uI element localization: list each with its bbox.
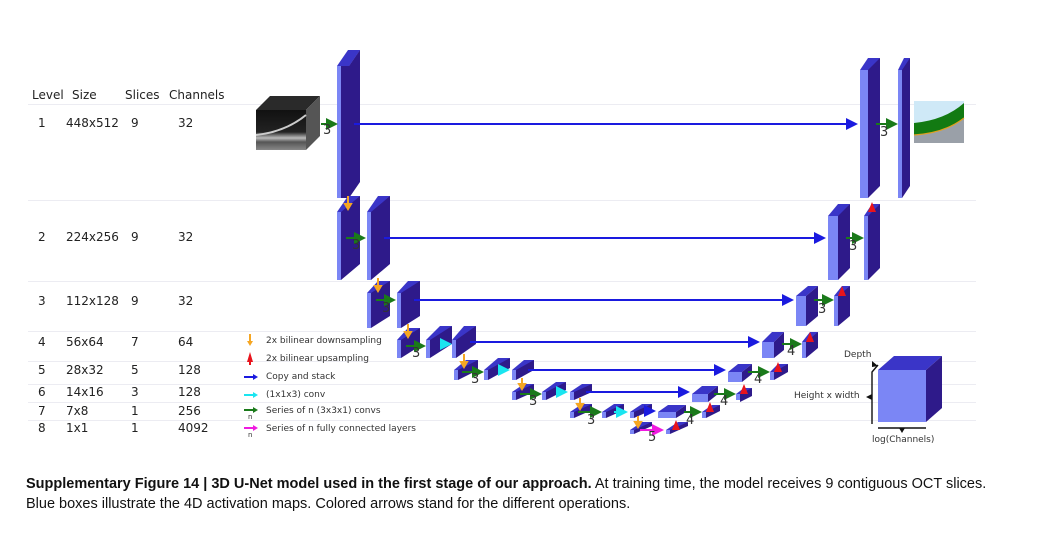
slices-cell: 5: [131, 363, 139, 377]
svg-text:3: 3: [880, 125, 888, 140]
activation-box: [337, 50, 360, 198]
legend-copy-stack: Copy and stack: [266, 372, 336, 382]
svg-text:3: 3: [587, 413, 595, 428]
level-cell: 6: [38, 385, 46, 399]
svg-text:4: 4: [787, 344, 795, 359]
conv-count-labels: 3 3 3 3 3 3 3 5 4 4 4 4 3 3 3: [323, 123, 888, 445]
svg-text:3: 3: [382, 301, 390, 316]
legend-conv3x3x1: Series of n (3x3x1) convs: [266, 406, 381, 416]
header-level: Level: [32, 88, 64, 102]
row-divider: [28, 420, 976, 421]
level-cell: 8: [38, 421, 46, 435]
header-channels: Channels: [169, 88, 225, 102]
dimension-key-box: [866, 356, 942, 433]
activation-box: [762, 332, 784, 358]
slices-cell: 7: [131, 335, 139, 349]
channels-cell: 32: [178, 294, 194, 308]
svg-text:3: 3: [323, 123, 331, 138]
row-divider: [28, 402, 976, 403]
size-cell: 1x1: [66, 421, 89, 435]
upsample-arrows: [672, 202, 876, 430]
header-size: Size: [72, 88, 97, 102]
channels-cell: 64: [178, 335, 194, 349]
activation-box: [367, 196, 390, 280]
slices-cell: 9: [131, 230, 139, 244]
caption-text: At training time, the model receives 9 c…: [26, 476, 987, 512]
row-divider: [28, 104, 976, 105]
level-cell: 5: [38, 363, 46, 377]
channels-cell: 256: [178, 404, 201, 418]
activation-box: [397, 281, 420, 328]
activation-box: [860, 58, 880, 198]
activation-box: [898, 58, 910, 198]
level-cell: 4: [38, 335, 46, 349]
activation-box: [864, 204, 880, 280]
row-divider: [28, 200, 976, 201]
legend-conv1x1x3: (1x1x3) conv: [266, 390, 326, 400]
conv-arrows: [321, 118, 898, 418]
svg-text:4: 4: [720, 394, 728, 409]
row-divider: [28, 331, 976, 332]
activation-box: [570, 384, 592, 400]
activation-box: [658, 405, 686, 418]
figure-caption: Supplementary Figure 14 | 3D U-Net model…: [26, 474, 1016, 514]
channels-cell: 128: [178, 363, 201, 377]
level-cell: 1: [38, 116, 46, 130]
row-divider: [28, 281, 976, 282]
svg-text:3: 3: [352, 238, 360, 253]
size-cell: 14x16: [66, 385, 104, 399]
channels-cell: 32: [178, 116, 194, 130]
key-channels-label: log(Channels): [872, 435, 935, 445]
key-depth-label: Depth: [844, 350, 872, 360]
row-divider: [28, 384, 976, 385]
slices-cell: 9: [131, 116, 139, 130]
slices-cell: 9: [131, 294, 139, 308]
activation-box: [728, 364, 752, 382]
svg-text:3: 3: [471, 372, 479, 387]
header-slices: Slices: [125, 88, 160, 102]
legend-downsampling: 2x bilinear downsampling: [266, 336, 382, 346]
copy-stack-arrows: [354, 118, 858, 417]
oct-input-volume-icon: [255, 96, 320, 150]
slices-cell: 3: [131, 385, 139, 399]
channels-cell: 128: [178, 385, 201, 399]
svg-text:4: 4: [754, 372, 762, 387]
slices-cell: 1: [131, 404, 139, 418]
channels-cell: 32: [178, 230, 194, 244]
level-cell: 3: [38, 294, 46, 308]
key-height-width-label: Height x width: [794, 391, 860, 401]
svg-text:3: 3: [529, 394, 537, 409]
legend-fc: Series of n fully connected layers: [266, 424, 416, 434]
segmentation-output-icon: [913, 101, 965, 143]
size-cell: 112x128: [66, 294, 119, 308]
svg-text:4: 4: [686, 413, 694, 428]
activation-box: [512, 360, 534, 380]
caption-title: Supplementary Figure 14 | 3D U-Net model…: [26, 476, 592, 492]
size-cell: 224x256: [66, 230, 119, 244]
activation-box: [630, 422, 652, 434]
channels-cell: 4092: [178, 421, 209, 435]
legend-upsampling: 2x bilinear upsampling: [266, 354, 369, 364]
slices-cell: 1: [131, 421, 139, 435]
activation-box: [796, 286, 818, 326]
activation-box: [426, 326, 452, 358]
downsample-arrows: [343, 196, 643, 429]
activation-box: [828, 204, 850, 280]
activation-box: [452, 326, 476, 358]
size-cell: 448x512: [66, 116, 119, 130]
svg-text:5: 5: [648, 430, 656, 445]
svg-text:3: 3: [849, 239, 857, 254]
level-cell: 2: [38, 230, 46, 244]
svg-text:3: 3: [412, 346, 420, 361]
size-cell: 28x32: [66, 363, 104, 377]
activation-box: [692, 386, 718, 402]
size-cell: 56x64: [66, 335, 104, 349]
level-cell: 7: [38, 404, 46, 418]
svg-text:3: 3: [818, 302, 826, 317]
size-cell: 7x8: [66, 404, 89, 418]
conv1x1x3-arrows: [440, 338, 628, 418]
